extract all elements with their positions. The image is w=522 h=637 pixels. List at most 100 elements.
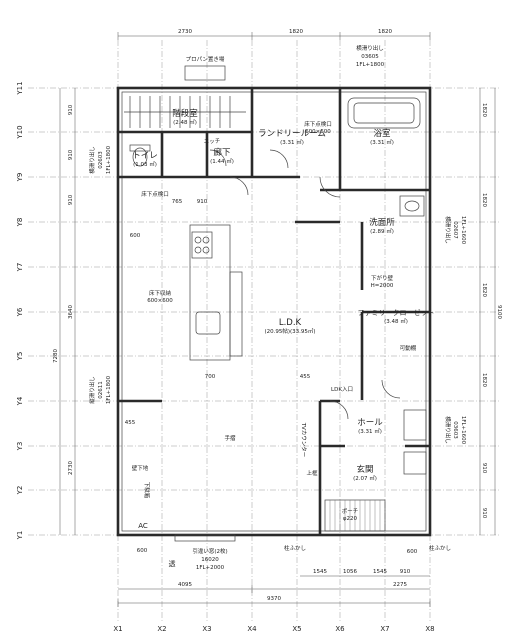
axis-y2: Y2 (16, 486, 24, 496)
dim-inner-3: 600 (130, 233, 141, 239)
dim-bottom-seg-4: 910 (400, 569, 411, 575)
window-left-fl: 1FL+1800 (106, 145, 112, 174)
stairs-label: 階段室 (172, 108, 198, 119)
dim-bottom-seg-1: 1545 (313, 569, 327, 575)
kitchen-counter (189, 224, 243, 361)
interior-walls (118, 88, 430, 535)
tv-counter-label: TVカウンター (300, 422, 308, 458)
dim-inner-7: 600 (137, 548, 148, 554)
window-left2-fl: 1FL+1800 (106, 375, 112, 404)
stairs-area: (2.48 ㎡) (173, 118, 197, 126)
dim-top-2: 1820 (289, 29, 303, 35)
propane-area (184, 65, 226, 81)
dim-bottom-mid-1: 4095 (178, 582, 192, 588)
entrance-tiles (324, 499, 386, 532)
porch-label: ポーチ (342, 508, 359, 515)
dim-bottom-total: 9370 (267, 596, 281, 602)
bath-label: 浴室 (373, 128, 391, 139)
window-left2-label: 縦滑り出し (88, 376, 96, 404)
dim-left-4: 3640 (68, 305, 74, 319)
hanging-wall-height: H=2000 (371, 283, 394, 289)
dim-inner-8: 600 (407, 549, 418, 555)
toilet-fixture (129, 144, 151, 167)
axis-y4: Y4 (16, 396, 24, 406)
dim-left-total: 7280 (53, 349, 59, 363)
axis-y11: Y11 (16, 81, 24, 95)
dim-inner-5: 455 (300, 374, 311, 380)
handrail-label: 手摺 (224, 434, 236, 442)
staircase (124, 96, 246, 128)
window-left-code: 02603 (98, 151, 104, 169)
axis-y10: Y10 (16, 125, 24, 139)
laundry-label: ランドリールーム (258, 129, 326, 139)
laundry-area: (3.31 ㎡) (280, 138, 304, 146)
dim-bottom-mid-2: 2275 (393, 582, 407, 588)
entrance-label: 玄関 (356, 464, 373, 475)
axis-x1: X1 (113, 625, 122, 633)
dim-right-4: 1820 (481, 373, 487, 387)
dim-right-2: 1820 (481, 193, 487, 207)
dim-left-5: 2730 (68, 461, 74, 475)
window-right-fl: 1FL+1600 (460, 216, 466, 245)
floor-storage-label: 床下点検口 (304, 120, 332, 128)
dim-right-5: 910 (481, 463, 487, 474)
shoe-closet (403, 409, 427, 441)
floor-storage-size: 600×600 (305, 129, 331, 135)
window-right-code: 02607 (452, 221, 458, 239)
ldk-entry-label: LDK入口 (331, 386, 353, 393)
axis-x5: X5 (292, 625, 301, 633)
axis-x2: X2 (157, 625, 166, 633)
door-swings (209, 149, 401, 420)
storage-box (403, 451, 427, 475)
room-labels: 階段室 (2.48 ㎡) トイレ (1.03 ㎡) 廊下 (1.44 ㎡) ラン… (132, 108, 434, 482)
porch-tile-label: φ220 (343, 516, 358, 522)
window-bottom-label: 引違い窓(2枚) (192, 547, 227, 555)
hallway-area: (1.44 ㎡) (210, 157, 234, 165)
niche-label: ニッチ (204, 138, 221, 145)
floor-storage2-label: 床下点検口 (141, 190, 169, 198)
dim-right-1: 1820 (481, 103, 487, 117)
pillar1-label: 柱ふかし (284, 544, 306, 552)
transparent-label: 透 (169, 560, 176, 568)
dim-right-3: 1820 (481, 283, 487, 297)
hanging-wall-label: 下がり壁 (371, 274, 394, 282)
dim-bottom-seg-3: 1545 (373, 569, 387, 575)
axis-y8: Y8 (16, 218, 24, 228)
annotation-labels: プロパン置き場 ニッチ 床下点検口 600×600 床下点検口 床下収納 600… (88, 44, 466, 571)
washroom-sink (399, 195, 425, 217)
toilet-area: (1.03 ㎡) (133, 160, 157, 168)
window-right-label: 横滑り出し (444, 216, 452, 244)
window-top-fl: 1FL+1800 (356, 62, 385, 68)
axis-x6: X6 (335, 625, 345, 633)
dim-inner-4: 700 (205, 374, 216, 380)
axis-y1: Y1 (16, 531, 24, 541)
kitchen-storage-size: 600×600 (147, 298, 173, 304)
axis-x3: X3 (202, 625, 211, 633)
axis-x8: X8 (425, 625, 434, 633)
dim-bottom-seg-2: 1056 (343, 569, 357, 575)
axis-y3: Y3 (16, 442, 24, 452)
dim-inner-1: 765 (172, 199, 183, 205)
axis-y7: Y7 (16, 263, 24, 273)
kitchen-storage-label: 床下収納 (149, 289, 172, 297)
window-bottom-fl: 1FL+2000 (196, 565, 225, 571)
dim-left-3: 910 (68, 194, 74, 205)
hallway-label: 廊下 (213, 147, 231, 158)
dimension-lines (59, 32, 496, 607)
dim-left-1: 910 (68, 104, 74, 115)
toilet-label: トイレ (132, 151, 158, 161)
dim-top-1: 2730 (178, 29, 192, 35)
axis-y6: Y6 (16, 307, 24, 317)
hall-area: (3.31 ㎡) (358, 427, 382, 435)
window-top-code: 03605 (361, 54, 379, 60)
dim-left-2: 910 (68, 149, 74, 160)
wall-down-label: 壁下地 (132, 464, 149, 472)
ac-label: AC (138, 522, 148, 530)
axis-y5: Y5 (16, 352, 24, 362)
family-closet-label: ファミリークローゼット (358, 308, 435, 317)
dim-inner-2: 910 (197, 199, 208, 205)
sliding-window (174, 534, 236, 542)
pillar2-label: 柱ふかし (429, 544, 451, 552)
kamachi-label: 上框 (306, 469, 318, 477)
